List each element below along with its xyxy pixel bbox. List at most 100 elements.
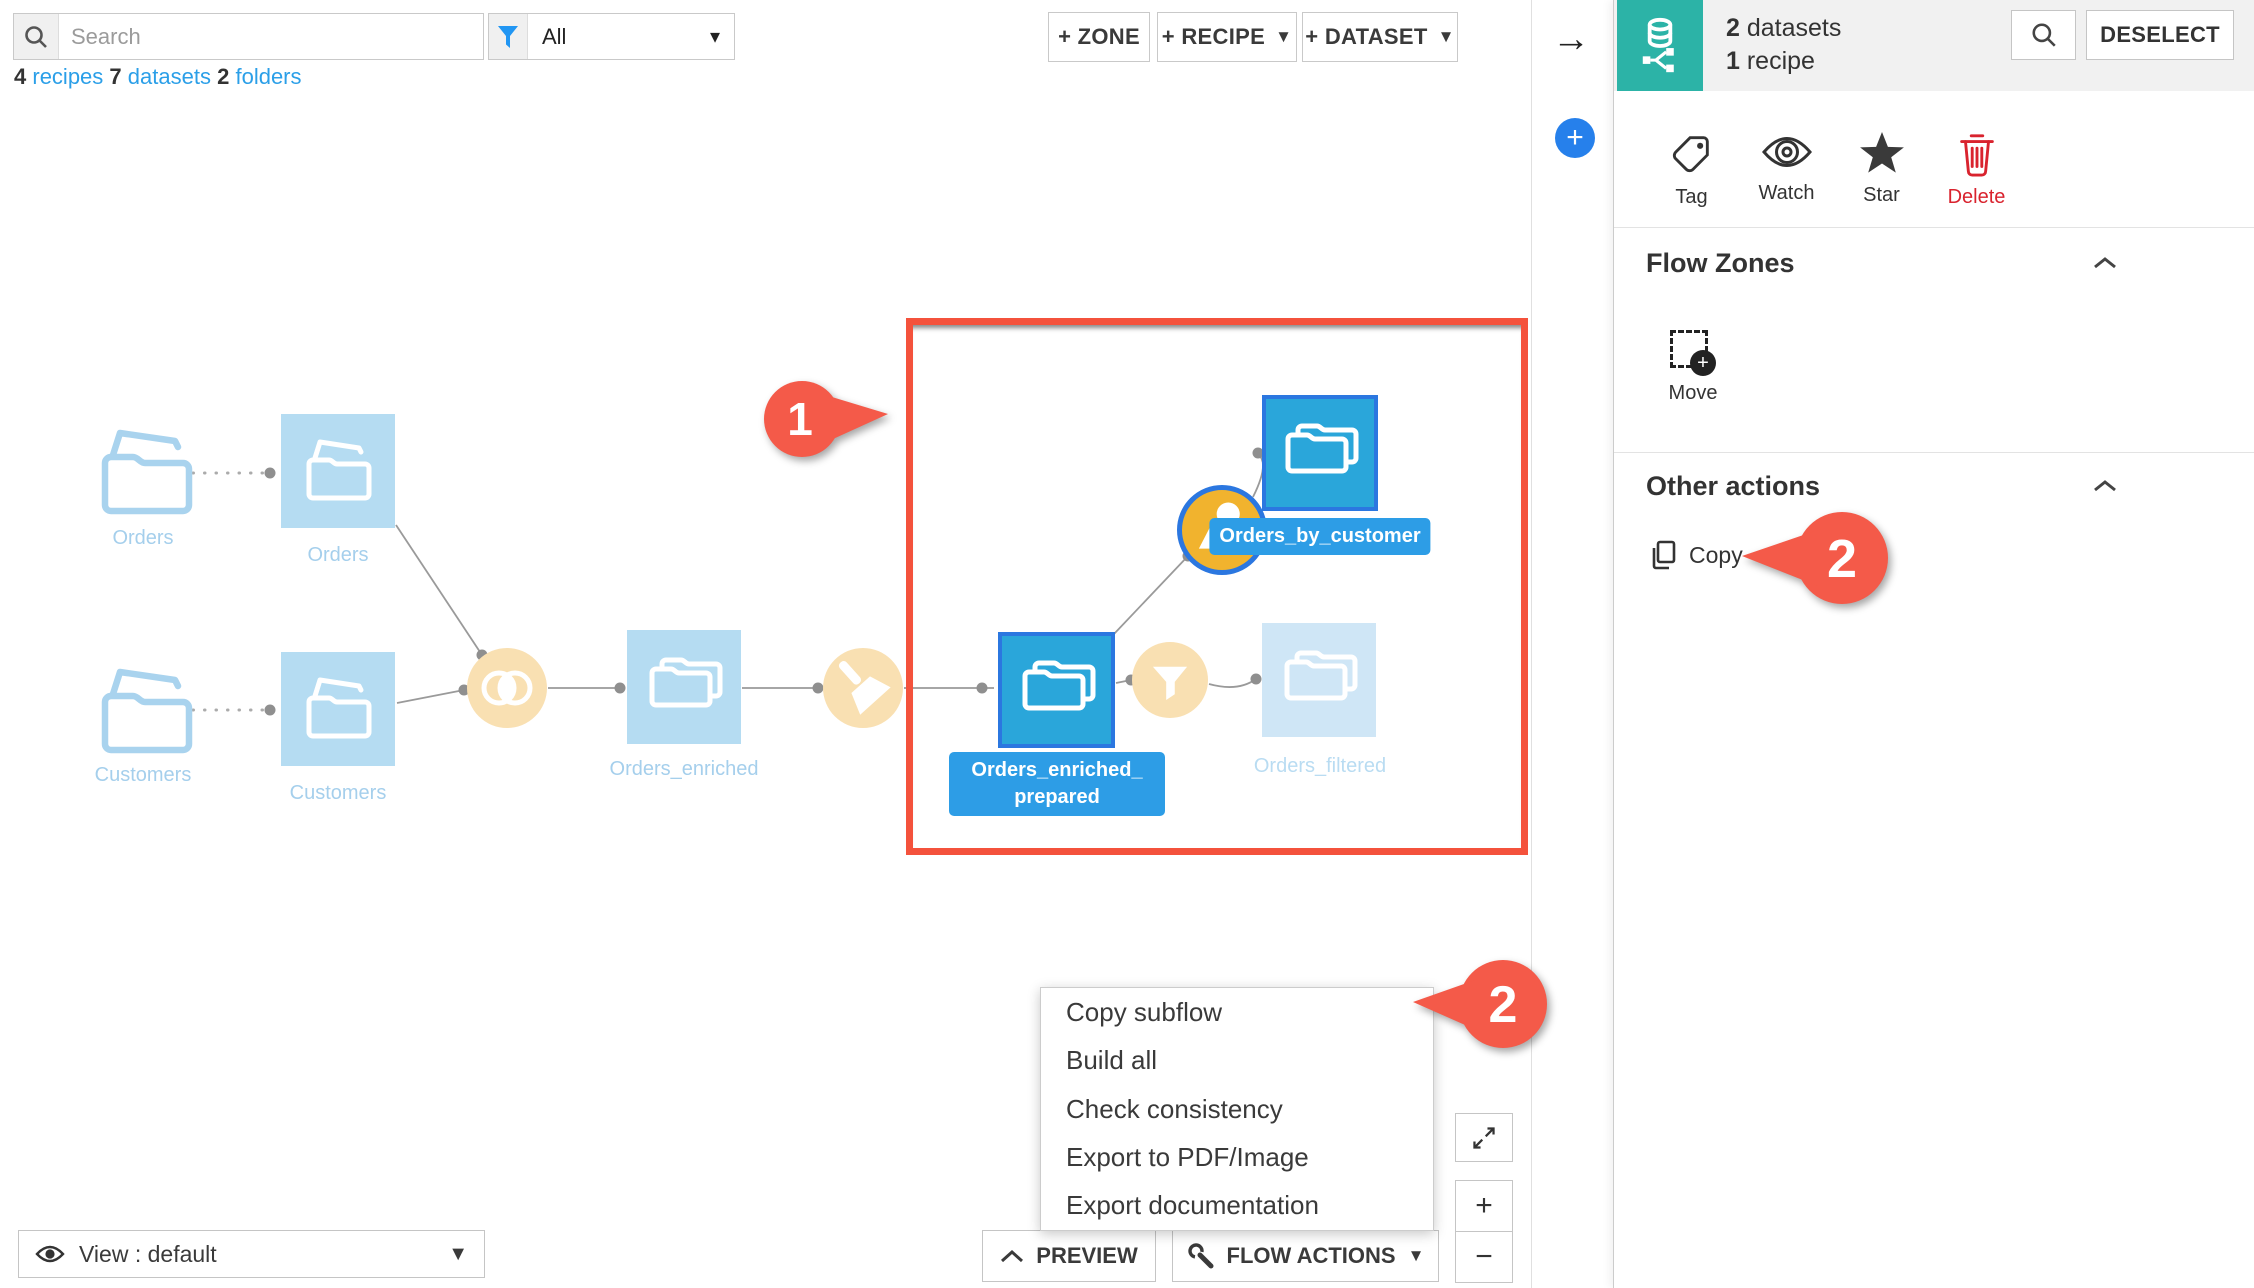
dataset-icon	[1022, 660, 1095, 711]
menu-item-check-consistency[interactable]: Check consistency	[1066, 1093, 1283, 1124]
delete-label: Delete	[1947, 186, 2006, 208]
wrench-icon	[1187, 1243, 1214, 1269]
flow-search[interactable]	[13, 13, 484, 60]
add-zone-button[interactable]: + ZONE	[1048, 12, 1150, 62]
annotation-step-2-menu: 2	[1413, 960, 1547, 1048]
chevron-down-icon: ▼	[448, 1242, 468, 1265]
flow-canvas[interactable]: All ▾ 4 recipes 7 datasets 2 folders + Z…	[0, 0, 1547, 1288]
watch-eye-icon	[1761, 137, 1812, 167]
flow-filter-dropdown[interactable]: All ▾	[488, 13, 735, 60]
recipes-word: recipe	[1746, 47, 1815, 75]
collapse-other-actions-button[interactable]	[2093, 479, 2117, 498]
chevron-up-icon	[2094, 257, 2116, 269]
tag-action[interactable]: Tag	[1644, 130, 1739, 209]
menu-item-build-all[interactable]: Build all	[1066, 1045, 1158, 1076]
copy-label: Copy	[1689, 541, 1743, 568]
chevron-up-icon	[2094, 480, 2116, 492]
tag-icon	[1672, 136, 1709, 173]
add-zone-label: + ZONE	[1058, 24, 1140, 49]
node-label-selected: Orders_enriched_ prepared	[949, 752, 1165, 816]
add-fab-button[interactable]: +	[1555, 118, 1595, 158]
label-line2: prepared	[1014, 786, 1100, 808]
add-dataset-label: + DATASET	[1305, 24, 1428, 49]
node-dataset-customers[interactable]	[281, 652, 395, 766]
view-selector[interactable]: View : default ▼	[18, 1230, 485, 1278]
filter-recipe-icon	[1152, 666, 1188, 700]
node-dataset-orders-by-customer[interactable]	[1262, 395, 1378, 511]
prepare-recipe-icon	[838, 661, 891, 715]
folder-dataset-icon	[306, 439, 372, 501]
node-recipe-filter[interactable]	[1132, 642, 1208, 718]
node-dataset-orders-enriched[interactable]	[627, 630, 741, 744]
managed-folder-icon	[101, 429, 193, 515]
move-to-zone-icon: +	[1670, 330, 1716, 376]
node-label: Orders_filtered	[1253, 755, 1387, 777]
delete-action[interactable]: Delete	[1929, 130, 2024, 209]
annotation-step-1: 1	[764, 381, 888, 457]
chevron-down-icon: ▼	[1407, 1246, 1425, 1265]
collapse-panel-button[interactable]: →	[1552, 18, 1590, 61]
folders-link[interactable]: folders	[235, 64, 302, 89]
flow-zones-title: Flow Zones	[1646, 248, 1795, 278]
collapse-flow-zones-button[interactable]	[2093, 256, 2117, 275]
menu-item-copy-subflow[interactable]: Copy subflow	[1066, 996, 1223, 1027]
node-label: Customers	[94, 764, 192, 786]
deselect-label: DESELECT	[2100, 22, 2220, 47]
minus-icon: −	[1475, 1240, 1493, 1273]
object-counts: 4 recipes 7 datasets 2 folders	[14, 64, 302, 90]
node-dataset-orders[interactable]	[281, 414, 395, 528]
fit-to-screen-button[interactable]	[1455, 1113, 1513, 1162]
datasets-count: 2	[1726, 14, 1740, 42]
dataset-icon	[649, 657, 723, 708]
datasets-link[interactable]: datasets	[127, 64, 211, 89]
selection-summary: 2 datasets 1 recipe	[1726, 12, 1841, 78]
trash-icon	[1959, 134, 1994, 177]
node-dataset-orders-enriched-prepared[interactable]	[998, 632, 1115, 748]
selection-actions: Tag Watch Star	[1644, 130, 2024, 209]
search-icon	[14, 14, 59, 59]
join-recipe-icon	[481, 670, 533, 706]
chevron-down-icon: ▾	[709, 26, 720, 48]
move-to-zone-action[interactable]: + Move	[1662, 330, 1724, 405]
watch-label: Watch	[1758, 182, 1815, 204]
flow-actions-button[interactable]: FLOW ACTIONS ▼	[1172, 1230, 1439, 1282]
watch-action[interactable]: Watch	[1739, 130, 1834, 209]
node-folder-customers[interactable]	[95, 660, 195, 769]
node-label: Orders_enriched	[609, 758, 759, 780]
flow-actions-label: FLOW ACTIONS	[1226, 1243, 1396, 1268]
preview-button[interactable]: PREVIEW	[982, 1230, 1156, 1282]
add-recipe-button[interactable]: + RECIPE▼	[1157, 12, 1297, 62]
dataset-icon	[1284, 650, 1358, 701]
add-dataset-button[interactable]: + DATASET▼	[1302, 12, 1458, 62]
node-recipe-join[interactable]	[467, 648, 547, 728]
canvas-panel-divider	[1531, 0, 1532, 1288]
node-recipe-prepare[interactable]	[823, 648, 903, 728]
selection-rectangle-annotation	[906, 318, 1528, 855]
flow-actions-menu: Copy subflow Build all Check consistency…	[1040, 987, 1434, 1231]
menu-item-export-pdf-image[interactable]: Export to PDF/Image	[1066, 1141, 1309, 1172]
deselect-button[interactable]: DESELECT	[2086, 10, 2234, 60]
panel-search-button[interactable]	[2011, 10, 2076, 60]
star-action[interactable]: Star	[1834, 130, 1929, 209]
copy-action[interactable]: Copy	[1651, 540, 1743, 570]
node-label: Orders	[307, 544, 369, 566]
node-folder-orders[interactable]	[95, 421, 195, 530]
recipes-link[interactable]: recipes	[32, 64, 104, 89]
annotation-number: 1	[787, 393, 813, 445]
label-line1: Orders_enriched_	[971, 759, 1143, 781]
filter-funnel-icon	[489, 14, 528, 59]
search-input[interactable]	[59, 14, 483, 59]
node-dataset-orders-filtered[interactable]	[1262, 623, 1376, 737]
menu-item-export-documentation[interactable]: Export documentation	[1066, 1190, 1319, 1221]
divider	[1614, 452, 2254, 453]
add-recipe-label: + RECIPE	[1161, 24, 1266, 49]
folder-dataset-icon	[306, 677, 372, 739]
zoom-in-button[interactable]: +	[1455, 1180, 1513, 1232]
plus-icon: +	[1566, 121, 1584, 154]
annotation-number: 2	[1827, 529, 1857, 589]
dataset-icon	[1285, 423, 1359, 474]
node-label: Orders	[112, 527, 174, 549]
divider	[1614, 227, 2254, 228]
zoom-out-button[interactable]: −	[1455, 1231, 1513, 1283]
expand-icon	[1473, 1126, 1495, 1149]
